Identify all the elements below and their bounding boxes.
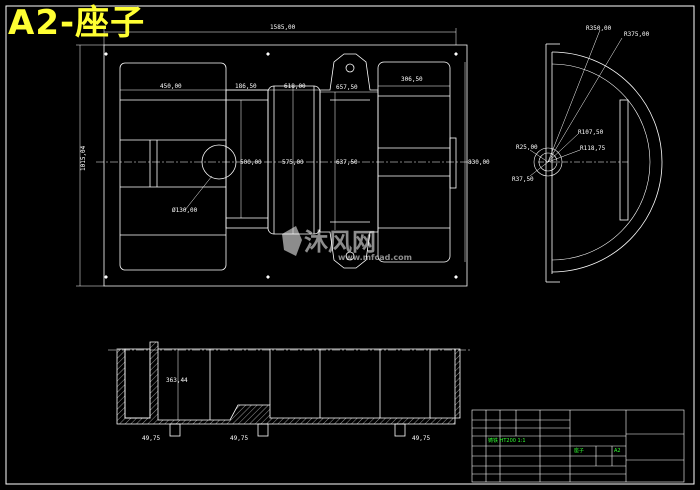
dim-radius-2: R118,75 [580,145,606,152]
dim-foot-3: 49,75 [412,435,430,442]
dim-hole-diameter: Ø130,00 [172,207,198,214]
dim-height-mid: 500,00 [240,159,262,166]
dim-neck: 186,50 [235,83,257,90]
side-view [533,43,663,283]
sheet-border [5,5,695,485]
dim-height-ring-2: 637,50 [336,159,358,166]
dim-radius-3: R25,00 [516,144,538,151]
dim-ring-2: 657,50 [336,84,358,91]
dim-ring-1: 618,00 [284,83,306,90]
dim-left-block: 450,00 [160,83,182,90]
lug-hole-top [345,63,355,73]
dim-section-height: 363,44 [166,377,188,384]
dim-radius-outer: R375,00 [624,31,650,38]
dim-radius-1: R107,50 [578,129,604,136]
top-view-base-plate [103,44,468,287]
dim-overall-length: 1585,00 [270,24,296,31]
dim-height-right: 830,00 [468,159,490,166]
lug-hole-bottom [345,251,355,261]
title-block-row-c: A2 [614,448,621,454]
dim-right-block: 306,50 [401,76,423,83]
top-view [96,44,475,287]
title-block-row-b: 座子 [574,447,584,454]
title-block [471,409,685,483]
watermark-url: www.mfcad.com [338,253,412,262]
top-view-bolt-holes [104,52,458,279]
watermark-logo-icon [282,226,302,256]
dim-foot-2: 49,75 [230,435,248,442]
dim-radius-inner: R350,00 [586,25,612,32]
top-view-dimension-lines [76,28,466,287]
top-view-left-block [119,62,227,271]
section-view [108,341,470,437]
side-view-dimension-lines [529,29,623,177]
watermark-cn: 沐风网 [304,228,376,256]
dim-height-ring-1: 575,00 [282,159,304,166]
title-block-row-a: 铸铁 HT200 1:1 [488,437,526,444]
dim-height-left: 1015,04 [80,145,87,171]
dim-radius-4: R37,50 [512,176,534,183]
dim-foot-1: 49,75 [142,435,160,442]
drawing-title: A2-座子 [8,3,146,43]
watermark: 沐风网 www.mfcad.com [282,226,412,262]
